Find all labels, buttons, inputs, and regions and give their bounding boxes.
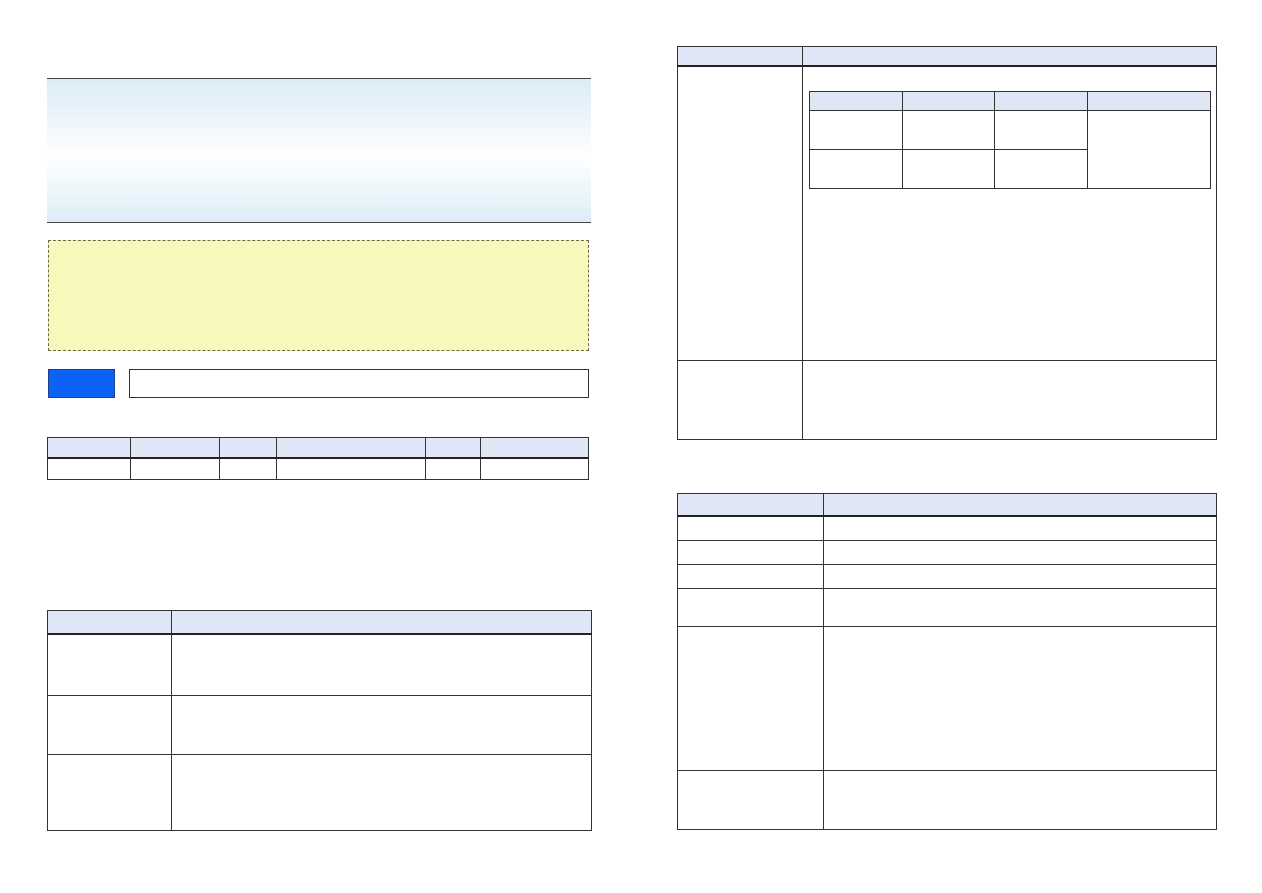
table-row bbox=[47, 633, 592, 696]
spec-table-left-label bbox=[47, 633, 172, 696]
params-table-header bbox=[677, 493, 824, 517]
info-table-cell bbox=[130, 457, 220, 480]
nested-table-header bbox=[809, 91, 903, 111]
search-input[interactable] bbox=[129, 369, 589, 398]
note-box bbox=[48, 240, 589, 351]
nested-table-merged-cell bbox=[1087, 110, 1211, 189]
params-table-label bbox=[677, 769, 824, 830]
info-table-cell bbox=[219, 457, 277, 480]
params-table-label bbox=[677, 515, 824, 541]
table-row bbox=[809, 110, 1211, 189]
info-table-header-row bbox=[47, 437, 589, 459]
params-table-value bbox=[823, 515, 1217, 541]
info-table-header bbox=[425, 437, 481, 459]
nested-table bbox=[809, 91, 1211, 189]
spec-table-left-label bbox=[47, 694, 172, 755]
params-table-value bbox=[823, 769, 1217, 830]
info-table-header bbox=[219, 437, 277, 459]
info-table-cell bbox=[276, 457, 426, 480]
spec-table-left-value bbox=[171, 694, 592, 755]
info-table-header bbox=[276, 437, 426, 459]
table-row bbox=[677, 539, 1217, 565]
table-row bbox=[677, 769, 1217, 830]
params-table-label bbox=[677, 539, 824, 565]
table-row bbox=[47, 753, 592, 831]
table-row bbox=[809, 149, 1211, 189]
info-table bbox=[47, 437, 589, 480]
params-table-label bbox=[677, 625, 824, 771]
params-table-value bbox=[823, 539, 1217, 565]
spec-table-right-value bbox=[802, 359, 1217, 440]
info-table-header bbox=[130, 437, 220, 459]
nested-table-header-row bbox=[809, 91, 1211, 111]
nested-table-header bbox=[1087, 91, 1211, 111]
info-table-header bbox=[480, 437, 589, 459]
table-row bbox=[677, 359, 1217, 440]
category-tag[interactable] bbox=[48, 369, 115, 398]
hero-banner bbox=[47, 78, 591, 223]
info-table-cell bbox=[425, 457, 481, 480]
nested-table-cell bbox=[994, 149, 1088, 189]
nested-table-cell bbox=[902, 149, 995, 189]
spec-table-left bbox=[47, 610, 592, 831]
info-table-header bbox=[47, 437, 131, 459]
spec-table-left-header bbox=[171, 610, 592, 635]
spec-table-right-label bbox=[677, 65, 803, 361]
info-table-cell bbox=[480, 457, 589, 480]
nested-table-cell bbox=[809, 110, 903, 150]
spec-table-right-label bbox=[677, 359, 803, 440]
info-table-cell bbox=[47, 457, 131, 480]
spec-table-right-header bbox=[677, 46, 803, 67]
params-table-header bbox=[823, 493, 1217, 517]
table-row bbox=[47, 694, 592, 755]
nested-table-cell bbox=[809, 149, 903, 189]
table-row bbox=[47, 457, 589, 480]
table-row bbox=[677, 563, 1217, 589]
spec-table-left-header-row bbox=[47, 610, 592, 635]
spec-table-right-header-row bbox=[677, 46, 1217, 67]
spec-table-left-label bbox=[47, 753, 172, 831]
params-table-label bbox=[677, 563, 824, 589]
table-row bbox=[677, 587, 1217, 627]
spec-table-right-header bbox=[802, 46, 1217, 67]
nested-table-header bbox=[902, 91, 995, 111]
params-table-value bbox=[823, 563, 1217, 589]
params-table-value bbox=[823, 625, 1217, 771]
spec-table-right bbox=[677, 46, 1217, 440]
nested-table-header bbox=[994, 91, 1088, 111]
params-table-header-row bbox=[677, 493, 1217, 517]
table-row bbox=[677, 515, 1217, 541]
spec-table-left-value bbox=[171, 633, 592, 696]
nested-table-cell bbox=[902, 110, 995, 150]
spec-table-left-value bbox=[171, 753, 592, 831]
params-table bbox=[677, 493, 1217, 830]
table-row bbox=[677, 625, 1217, 771]
spec-table-left-header bbox=[47, 610, 172, 635]
params-table-value bbox=[823, 587, 1217, 627]
nested-table-cell bbox=[994, 110, 1088, 150]
params-table-label bbox=[677, 587, 824, 627]
